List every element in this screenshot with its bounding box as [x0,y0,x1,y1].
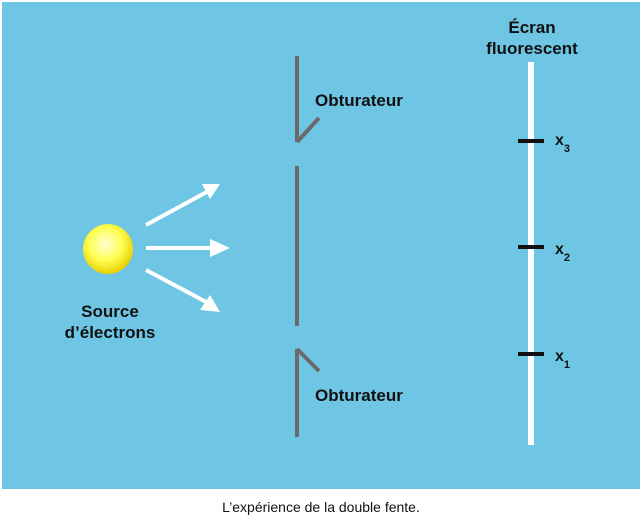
source-label-line2: d’électrons [65,323,156,342]
arrow-up-head-icon [202,184,220,199]
marker-x3-label: x3 [555,132,570,155]
arrow-down-head-icon [200,295,220,312]
screen-markers: x3 x2 x1 [518,132,570,371]
figure-caption: L’expérience de la double fente. [222,499,420,515]
top-shutter-label: Obturateur [315,91,403,110]
marker-x2-subscript: 2 [564,252,570,264]
fluorescent-screen [528,62,534,445]
source-label-line1: Source [81,302,139,321]
electron-arrows [145,184,230,312]
arrow-down-icon [145,268,211,306]
marker-x3-name: x [555,132,564,149]
marker-x1-subscript: 1 [564,359,570,371]
screen-label-line1: Écran [508,18,555,37]
marker-x2-label: x2 [555,241,570,264]
source-glow-icon [83,224,133,274]
screen-label-line2: fluorescent [486,39,578,58]
arrow-up-icon [145,186,215,227]
arrow-mid-head-icon [210,239,230,257]
slit-barrier [295,56,321,437]
marker-x2-name: x [555,241,564,258]
bottom-shutter-flap [295,347,321,373]
bottom-shutter-label: Obturateur [315,386,403,405]
marker-x3-subscript: 3 [564,143,570,155]
marker-x1-name: x [555,348,564,365]
top-shutter-flap [295,116,321,144]
electron-source [83,224,133,274]
marker-x1-label: x1 [555,348,570,371]
